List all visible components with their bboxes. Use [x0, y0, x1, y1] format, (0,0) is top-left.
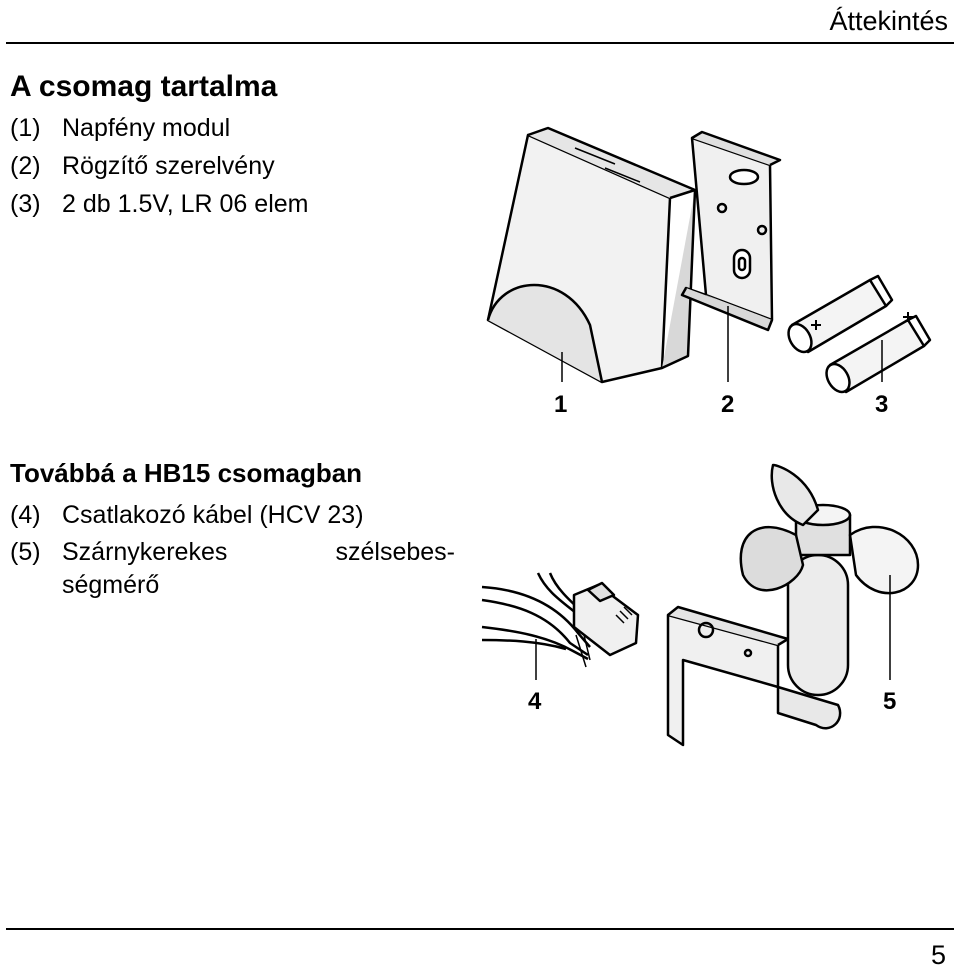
item-text: Napfény modul: [62, 114, 231, 142]
section-header: Áttekintés: [829, 6, 948, 36]
callout-leaders: [535, 575, 891, 680]
item-text: Szárnykerekes: [62, 538, 228, 566]
callout-1: 1: [554, 391, 567, 418]
hb15-title: Továbbá a HB15 csomagban: [10, 458, 363, 488]
hb15-item-4: (4) Csatlakozó kábel (HCV 23): [10, 500, 364, 530]
hb15-item-5-continuation: ségmérő: [62, 571, 160, 599]
item-text: Csatlakozó kábel (HCV 23): [62, 501, 364, 529]
package-contents-illustration: 1 2 3: [486, 126, 932, 418]
cable-drawing: [481, 572, 640, 668]
footer-rule: [6, 928, 954, 930]
batteries-drawing: [787, 274, 932, 394]
sun-module-drawing: [486, 126, 697, 384]
item-text-hyphenated: szélsebes-: [335, 538, 456, 566]
item-number: (5): [10, 538, 41, 566]
callout-2: 2: [721, 391, 734, 418]
package-item-2: (2) Rögzítő szerelvény: [10, 151, 275, 181]
hb15-illustration: 4 5: [481, 463, 920, 747]
package-contents-title: A csomag tartalma: [10, 70, 278, 103]
package-item-3: (3) 2 db 1.5V, LR 06 elem: [10, 189, 308, 219]
header-rule: [6, 42, 954, 44]
package-item-1: (1) Napfény modul: [10, 113, 230, 143]
item-number: (4): [10, 501, 41, 529]
item-number: (1): [10, 114, 41, 142]
callout-leaders: [561, 306, 883, 382]
callout-4: 4: [528, 688, 542, 715]
callout-5: 5: [883, 688, 896, 715]
item-text: Rögzítő szerelvény: [62, 152, 275, 180]
item-number: (3): [10, 190, 41, 218]
callout-3: 3: [875, 391, 888, 418]
item-text: 2 db 1.5V, LR 06 elem: [62, 190, 309, 218]
mounting-bracket-drawing: [680, 130, 782, 332]
hb15-item-5: (5) Szárnykerekes szélsebes-: [10, 537, 455, 567]
page-number: 5: [930, 940, 946, 970]
item-number: (2): [10, 152, 41, 180]
anemometer-drawing: [666, 463, 920, 747]
